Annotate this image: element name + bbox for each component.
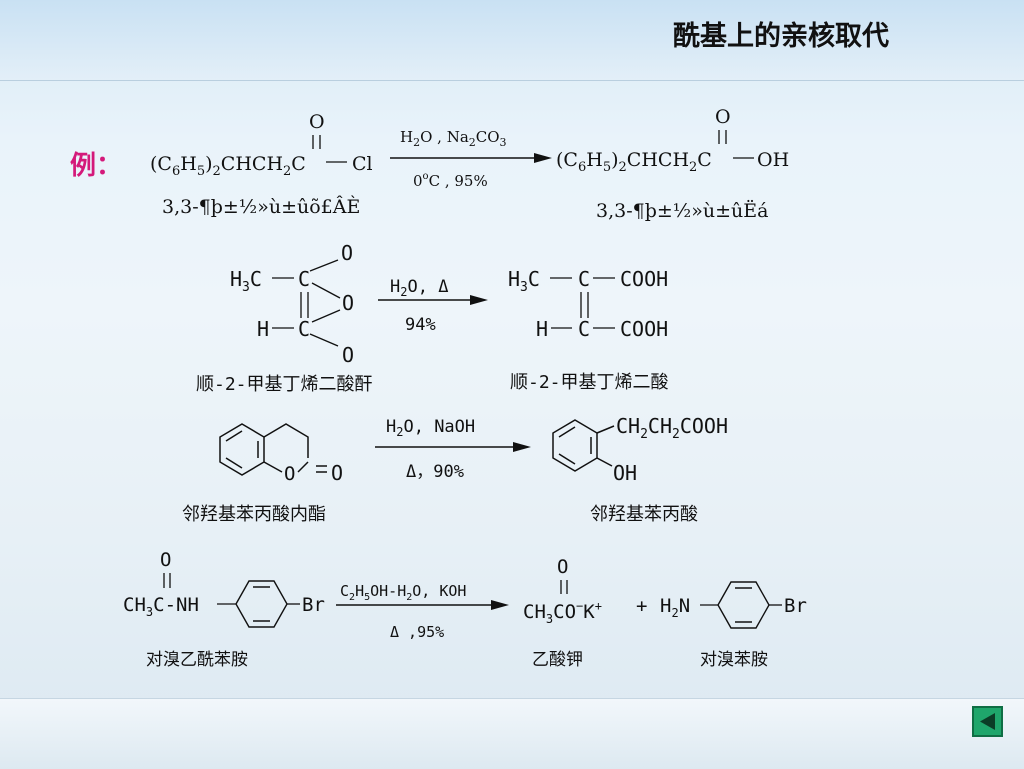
reaction-1-conditions-top: H2O , Na2CO3	[400, 128, 507, 149]
reaction-3-product-structure: CH2CH2COOH OH	[552, 414, 728, 485]
reaction-4-product-structure: O CH3CO−K+ + H2N Br	[523, 556, 807, 629]
reaction-1-product-name: 3,3-¶þ±½»ù±ûËá	[596, 200, 769, 222]
svg-text:O: O	[160, 549, 171, 571]
svg-text:COOH: COOH	[620, 267, 668, 291]
svg-text:H: H	[257, 317, 269, 341]
example-label: 例：	[70, 151, 123, 181]
reaction-4-conditions-top: C2H5OH-H2O, KOH	[340, 582, 466, 603]
header-band	[0, 0, 1024, 81]
reaction-4-reactant-name: 对溴乙酰苯胺	[146, 650, 248, 670]
svg-text:C: C	[578, 267, 590, 291]
svg-text:OH: OH	[757, 149, 789, 171]
svg-text:O: O	[557, 556, 568, 578]
previous-slide-button[interactable]	[972, 706, 1003, 737]
reaction-1-reactant-structure: O (C6H5)2CHCH2C Cl	[150, 111, 373, 179]
svg-text:C: C	[298, 317, 310, 341]
footer-band	[0, 698, 1024, 769]
reaction-3: O O H2O, NaOH Δ，90% CH2CH2COOH OH	[219, 414, 728, 485]
reaction-4-arrow: C2H5OH-H2O, KOH Δ ,95%	[336, 582, 509, 641]
svg-text:Br: Br	[784, 595, 807, 617]
reaction-4: O CH3C-NH Br C2H5OH-H2O, KOH Δ ,95% O	[123, 549, 807, 641]
reaction-2: H3C C O O H C O H2O, Δ 94% H3C C	[230, 241, 668, 367]
reaction-1-conditions-bottom: 0oC , 95%	[413, 171, 488, 190]
reaction-2-arrow: H2O, Δ 94%	[378, 277, 488, 335]
svg-text:Br: Br	[302, 594, 325, 616]
svg-text:OH: OH	[613, 461, 637, 485]
reaction-2-conditions-top: H2O, Δ	[390, 277, 448, 299]
reaction-2-conditions-bottom: 94%	[405, 315, 436, 335]
svg-text:H3C: H3C	[508, 267, 540, 295]
svg-text:O: O	[341, 241, 353, 265]
reaction-4-conditions-bottom: Δ ,95%	[390, 623, 444, 641]
back-arrow-icon	[980, 713, 995, 730]
reaction-3-reactant-name: 邻羟基苯丙酸内酯	[182, 504, 326, 525]
reaction-3-conditions-top: H2O, NaOH	[386, 417, 475, 439]
svg-text:O: O	[715, 106, 731, 128]
svg-text:C: C	[578, 317, 590, 341]
svg-text:(C6H5)2CHCH2C: (C6H5)2CHCH2C	[150, 153, 306, 179]
svg-text:O: O	[331, 461, 343, 485]
svg-text:H: H	[536, 317, 548, 341]
slide-title: 酰基上的亲核取代	[673, 21, 889, 52]
svg-text:CH3C-NH: CH3C-NH	[123, 594, 199, 619]
svg-text:Cl: Cl	[352, 153, 373, 175]
reaction-4-product-name: 乙酸钾	[532, 650, 583, 670]
reaction-3-conditions-bottom: Δ，90%	[406, 462, 464, 482]
reaction-4-product2-name: 对溴苯胺	[700, 650, 768, 670]
reaction-3-arrow: H2O, NaOH Δ，90%	[375, 417, 531, 482]
svg-text:O: O	[342, 343, 354, 367]
svg-text:CH3CO−K+: CH3CO−K+	[523, 599, 602, 626]
svg-text:CH2CH2COOH: CH2CH2COOH	[616, 414, 728, 442]
reaction-3-reactant-structure	[219, 423, 327, 476]
reaction-2-product-name: 顺-2-甲基丁烯二酸	[510, 372, 669, 393]
svg-text:O: O	[309, 111, 325, 133]
reaction-2-product-structure: H3C C COOH H C COOH	[508, 267, 668, 341]
svg-text:O: O	[342, 291, 354, 315]
reaction-1-product-structure: O (C6H5)2CHCH2C OH	[556, 106, 789, 175]
svg-text:+: +	[636, 595, 647, 617]
svg-text:H3C: H3C	[230, 267, 262, 295]
svg-text:H2N: H2N	[660, 595, 690, 620]
reaction-1-arrow: H2O , Na2CO3 0oC , 95%	[390, 128, 552, 190]
reaction-3-product-name: 邻羟基苯丙酸	[590, 504, 698, 525]
svg-text:COOH: COOH	[620, 317, 668, 341]
reaction-2-reactant-name: 顺-2-甲基丁烯二酸酐	[196, 374, 373, 395]
reaction-1-reactant-name: 3,3-¶þ±½»ù±ûõ£ÂÈ	[162, 196, 361, 218]
reaction-1: O (C6H5)2CHCH2C Cl H2O , Na2CO3 0oC , 95…	[150, 106, 789, 190]
reaction-4-reactant-structure: O CH3C-NH Br	[123, 549, 325, 628]
svg-text:C: C	[298, 267, 310, 291]
svg-text:O: O	[284, 463, 295, 485]
svg-text:(C6H5)2CHCH2C: (C6H5)2CHCH2C	[556, 149, 712, 175]
reaction-2-reactant-structure: H3C C O O H C O	[230, 241, 354, 367]
